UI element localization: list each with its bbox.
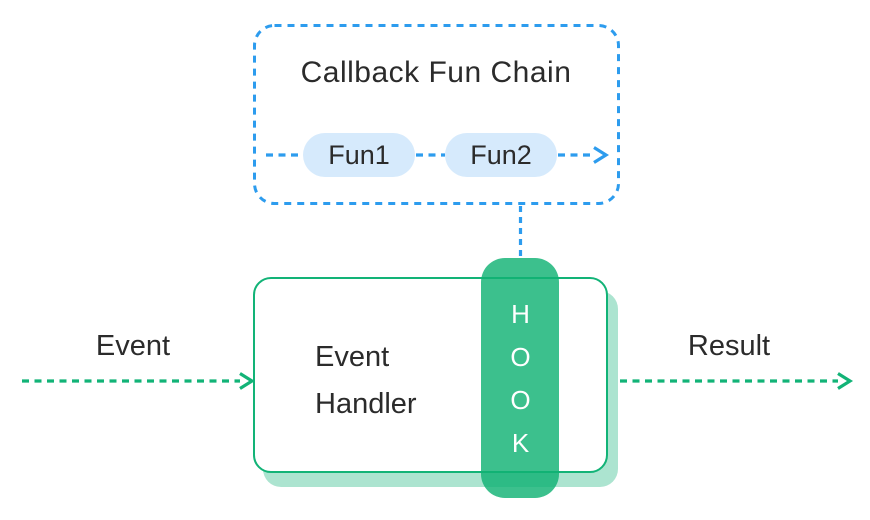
fun1-label: Fun1	[328, 139, 390, 170]
callback-chain-box-border	[253, 24, 620, 205]
event-handler-label: Event Handler	[315, 341, 417, 420]
hook-node: HOOK	[481, 258, 559, 498]
fun2-node: Fun2	[445, 133, 557, 177]
event-input-label: Event	[95, 330, 171, 362]
fun2-label: Fun2	[470, 139, 532, 170]
chain-arrowhead-icon	[593, 146, 610, 164]
fun1-node: Fun1	[303, 133, 415, 177]
hook-label: HOOK	[505, 298, 536, 471]
callback-chain-title: Callback Fun Chain	[300, 56, 572, 89]
event-arrowhead-icon	[239, 372, 256, 390]
result-arrowhead-icon	[837, 372, 854, 390]
result-output-label: Result	[687, 330, 771, 362]
